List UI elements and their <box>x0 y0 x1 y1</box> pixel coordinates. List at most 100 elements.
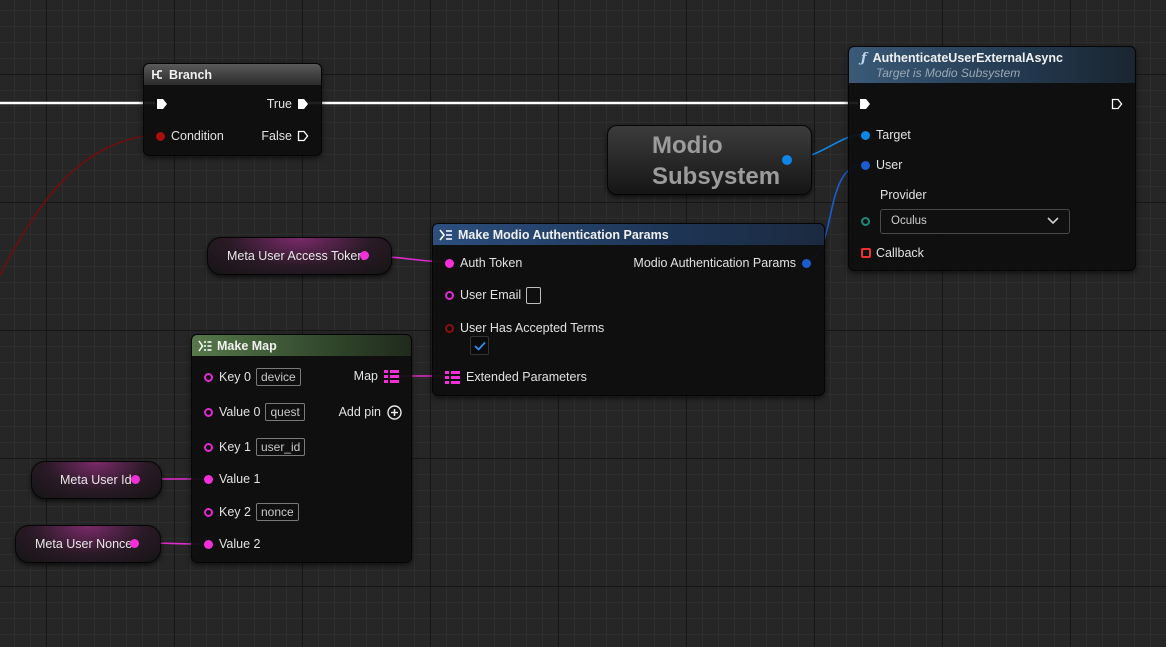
string-pin-hollow-icon[interactable] <box>204 407 213 417</box>
authenticate-target-label: Target <box>876 128 911 142</box>
auth-params-output-pin[interactable]: Modio Authentication Params <box>633 254 811 272</box>
object-pin-icon[interactable] <box>782 155 792 165</box>
authenticate-provider-pin[interactable]: Oculus <box>861 207 1070 235</box>
make-struct-icon <box>439 228 453 242</box>
auth-params-output-label: Modio Authentication Params <box>633 256 796 270</box>
branch-icon <box>150 68 164 82</box>
accepted-terms-pin[interactable]: User Has Accepted Terms <box>445 319 604 337</box>
branch-condition-label: Condition <box>171 129 224 143</box>
string-pin-icon[interactable] <box>130 539 139 548</box>
extended-params-pin[interactable]: Extended Parameters <box>445 368 587 386</box>
map-value0-input[interactable]: quest <box>265 403 305 421</box>
exec-in-icon[interactable] <box>859 98 871 110</box>
authenticate-node-header[interactable]: ƒ AuthenticateUserExternalAsync Target i… <box>849 47 1135 83</box>
auth-token-label: Auth Token <box>460 256 523 270</box>
authenticate-exec-in[interactable] <box>859 95 871 113</box>
authenticate-node[interactable]: ƒ AuthenticateUserExternalAsync Target i… <box>848 46 1136 271</box>
string-pin-hollow-icon[interactable] <box>445 290 454 300</box>
map-key1-input[interactable]: user_id <box>255 438 306 456</box>
make-map-icon <box>198 339 212 353</box>
branch-false-pin[interactable]: False <box>261 127 309 145</box>
branch-exec-in[interactable] <box>156 95 168 113</box>
meta-user-id-node[interactable]: Meta User Id <box>31 461 162 499</box>
authenticate-user-label: User <box>876 158 903 172</box>
modio-subsystem-line1: Modio <box>652 132 723 159</box>
map-key0-pin[interactable]: Key 0 device <box>204 368 301 386</box>
extended-params-label: Extended Parameters <box>466 370 587 384</box>
bool-pin-icon[interactable] <box>156 131 165 141</box>
map-value0-pin[interactable]: Value 0 quest <box>204 403 305 421</box>
accepted-terms-label: User Has Accepted Terms <box>460 321 605 335</box>
branch-node[interactable]: Branch True Condition False <box>143 63 322 156</box>
bool-pin-hollow-icon[interactable] <box>445 323 454 333</box>
add-pin-label: Add pin <box>338 405 381 419</box>
map-key0-input[interactable]: device <box>255 368 301 386</box>
meta-user-nonce-label: Meta User Nonce <box>35 537 133 551</box>
map-key0-label: Key 0 <box>219 370 251 384</box>
authenticate-user-pin[interactable]: User <box>861 156 902 174</box>
string-pin-hollow-icon[interactable] <box>204 372 213 382</box>
add-pin-button[interactable]: Add pin <box>339 403 402 421</box>
string-pin-icon[interactable] <box>445 258 454 268</box>
branch-node-header[interactable]: Branch <box>144 64 321 85</box>
authenticate-exec-out[interactable] <box>1111 95 1123 113</box>
object-pin-icon[interactable] <box>861 130 870 140</box>
delegate-pin-icon[interactable] <box>861 248 871 258</box>
map-key2-label: Key 2 <box>219 505 251 519</box>
branch-condition-pin[interactable]: Condition <box>156 127 224 145</box>
map-key2-pin[interactable]: Key 2 nonce <box>204 503 299 521</box>
authenticate-provider-label: Provider <box>880 188 927 202</box>
provider-dropdown-value: Oculus <box>891 215 927 227</box>
exec-out-hollow-icon[interactable] <box>1111 98 1123 110</box>
exec-out-icon[interactable] <box>297 98 309 110</box>
string-pin-icon[interactable] <box>204 539 213 549</box>
make-map-header[interactable]: Make Map <box>192 335 411 356</box>
map-value2-pin[interactable]: Value 2 <box>204 535 260 553</box>
exec-in-icon[interactable] <box>156 98 168 110</box>
make-map-node[interactable]: Make Map Key 0 device Map Value 0 quest … <box>191 334 412 563</box>
struct-pin-icon[interactable] <box>802 258 811 268</box>
exec-out-hollow-icon[interactable] <box>297 130 309 142</box>
map-key1-pin[interactable]: Key 1 user_id <box>204 438 306 456</box>
branch-true-label: True <box>266 97 292 111</box>
map-value2-label: Value 2 <box>219 537 261 551</box>
authenticate-subtitle: Target is Modio Subsystem <box>876 65 1021 80</box>
struct-pin-icon[interactable] <box>861 160 870 170</box>
map-pin-icon[interactable] <box>384 369 399 383</box>
map-value1-pin[interactable]: Value 1 <box>204 470 260 488</box>
map-output-pin[interactable]: Map <box>354 367 399 385</box>
user-email-input[interactable] <box>526 286 542 304</box>
modio-subsystem-node[interactable]: Modio Subsystem <box>607 125 812 195</box>
meta-user-id-label: Meta User Id <box>60 473 132 487</box>
map-key2-input[interactable]: nonce <box>255 503 299 521</box>
plus-circle-icon[interactable] <box>387 404 402 420</box>
make-auth-params-header[interactable]: Make Modio Authentication Params <box>433 224 824 245</box>
make-map-title: Make Map <box>217 338 277 353</box>
provider-dropdown[interactable]: Oculus <box>880 208 1070 234</box>
enum-pin-icon[interactable] <box>861 216 870 226</box>
make-auth-params-title: Make Modio Authentication Params <box>458 227 669 242</box>
map-value1-label: Value 1 <box>219 472 261 486</box>
meta-user-access-token-label: Meta User Access Token <box>227 249 365 263</box>
map-pin-icon[interactable] <box>445 370 460 384</box>
branch-title: Branch <box>169 67 213 82</box>
meta-user-nonce-node[interactable]: Meta User Nonce <box>15 525 161 563</box>
make-auth-params-node[interactable]: Make Modio Authentication Params Auth To… <box>432 223 825 396</box>
authenticate-callback-label: Callback <box>876 246 924 260</box>
map-key1-label: Key 1 <box>219 440 251 454</box>
map-value0-label: Value 0 <box>219 405 261 419</box>
string-pin-hollow-icon[interactable] <box>204 507 213 517</box>
function-icon: ƒ <box>861 50 867 66</box>
auth-token-pin[interactable]: Auth Token <box>445 254 522 272</box>
string-pin-icon[interactable] <box>204 474 213 484</box>
string-pin-hollow-icon[interactable] <box>204 442 213 452</box>
authenticate-target-pin[interactable]: Target <box>861 126 911 144</box>
authenticate-callback-pin[interactable]: Callback <box>861 244 924 262</box>
accepted-terms-checkbox[interactable] <box>470 336 489 355</box>
branch-true-pin[interactable]: True <box>267 95 309 113</box>
meta-user-access-token-node[interactable]: Meta User Access Token <box>207 237 392 275</box>
checkmark-icon <box>473 341 486 351</box>
string-pin-icon[interactable] <box>131 475 140 484</box>
string-pin-icon[interactable] <box>360 251 369 260</box>
user-email-pin[interactable]: User Email <box>445 286 542 304</box>
